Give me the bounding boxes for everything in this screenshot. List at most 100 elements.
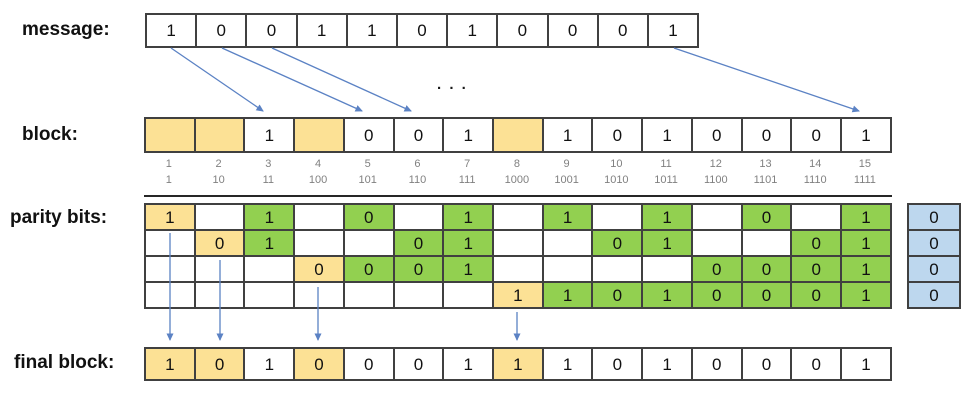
parity-r2-c-8 xyxy=(493,230,543,257)
parity-r3-c-7: 1 xyxy=(443,256,494,283)
parity-r3-c-10 xyxy=(592,256,643,283)
parity-r2-c-14: 0 xyxy=(791,230,842,257)
message-bit-6: 0 xyxy=(396,14,448,47)
parity-r4-c-12: 0 xyxy=(691,282,742,309)
index-binary-12: 1100 xyxy=(703,174,728,186)
parity-r2-c-1 xyxy=(145,230,195,257)
separator-line xyxy=(144,195,892,197)
message-bit-9: 0 xyxy=(547,14,598,47)
parity-r4-c-4 xyxy=(294,282,344,309)
message-bit-7: 1 xyxy=(447,14,498,47)
parity-r4-c-14: 0 xyxy=(791,282,842,309)
parity-r4-c-13: 0 xyxy=(741,282,792,309)
final-cell-9: 1 xyxy=(542,348,593,380)
index-binary-8: 1000 xyxy=(504,174,530,186)
mapping-arrow xyxy=(271,47,412,112)
parity-r4-c-3 xyxy=(244,282,295,309)
index-binary-13: 1101 xyxy=(753,174,778,186)
block-cell-15: 1 xyxy=(841,118,891,152)
index-binary-1: 1 xyxy=(165,174,172,186)
index-decimal-3: 3 xyxy=(265,158,272,170)
block-cell-8 xyxy=(493,118,543,152)
final-cell-4: 0 xyxy=(294,348,344,380)
parity-r1-c-11: 1 xyxy=(642,204,692,231)
message-bit-3: 0 xyxy=(246,14,297,47)
parity-r2-c-11: 1 xyxy=(642,230,692,257)
index-binary-9: 1001 xyxy=(554,174,579,186)
parity-r4-c-6 xyxy=(393,282,444,309)
index-decimal-11: 11 xyxy=(660,158,672,170)
final-cell-12: 0 xyxy=(691,348,742,380)
parity-r4-c-2 xyxy=(194,282,245,309)
parity-r1-c-14 xyxy=(791,204,842,231)
index-decimal-14: 14 xyxy=(809,158,822,170)
parity-r3-c-5: 0 xyxy=(343,256,394,283)
parity-r1-c-7: 1 xyxy=(443,204,494,231)
parity-r3-c-6: 0 xyxy=(393,256,444,283)
final-cell-10: 0 xyxy=(592,348,643,380)
block-cell-10: 0 xyxy=(592,118,643,152)
block-cell-2 xyxy=(194,118,245,152)
message-bit-1: 1 xyxy=(146,14,197,47)
parity-r1-c-1: 1 xyxy=(145,204,195,231)
final-cell-3: 1 xyxy=(244,348,295,380)
index-decimal-2: 2 xyxy=(215,158,222,170)
message-bit-8: 0 xyxy=(497,14,548,47)
parity-r1-c-13: 0 xyxy=(741,204,792,231)
index-binary-10: 1010 xyxy=(604,174,629,186)
parity-r3-c-12: 0 xyxy=(691,256,742,283)
parity-r1-c-8 xyxy=(493,204,543,231)
message-bit-2: 0 xyxy=(196,14,247,47)
block-cell-14: 0 xyxy=(791,118,842,152)
parity-result-4: 0 xyxy=(908,282,960,309)
final-cell-5: 0 xyxy=(343,348,394,380)
message-bit-4: 1 xyxy=(296,14,347,47)
final-cell-14: 0 xyxy=(791,348,842,380)
parity-r1-c-9: 1 xyxy=(542,204,593,231)
parity-r2-c-13 xyxy=(741,230,792,257)
index-binary-5: 101 xyxy=(358,174,377,186)
mapping-arrow xyxy=(673,47,860,113)
parity-r2-c-7: 1 xyxy=(443,230,494,257)
index-binary-4: 100 xyxy=(308,174,328,186)
block-cell-9: 1 xyxy=(542,118,593,152)
parity-r3-c-13: 0 xyxy=(741,256,792,283)
block-cell-12: 0 xyxy=(691,118,742,152)
parity-r4-c-8: 1 xyxy=(493,282,543,309)
mapping-arrow xyxy=(170,47,264,112)
parity-result-3: 0 xyxy=(908,256,960,283)
message-bit-11: 1 xyxy=(647,14,699,47)
index-decimal-1: 1 xyxy=(165,158,172,170)
parity-r1-c-4 xyxy=(294,204,344,231)
block-label: block: xyxy=(22,124,78,145)
index-binary-6: 110 xyxy=(408,174,427,186)
parity-r2-c-15: 1 xyxy=(841,230,891,257)
parity-r1-c-5: 0 xyxy=(343,204,394,231)
parity-r3-c-14: 0 xyxy=(791,256,842,283)
block-cell-3: 1 xyxy=(244,118,295,152)
index-binary-7: 111 xyxy=(458,174,476,186)
index-binary-15: 1111 xyxy=(853,174,876,186)
final-cell-11: 1 xyxy=(642,348,692,380)
index-binary-14: 1110 xyxy=(803,174,827,186)
parity-r4-c-9: 1 xyxy=(542,282,593,309)
parity-r1-c-2 xyxy=(194,204,245,231)
index-binary-3: 11 xyxy=(262,174,274,186)
parity-r3-c-11 xyxy=(642,256,692,283)
index-decimal-13: 13 xyxy=(759,158,772,170)
final-cell-2: 0 xyxy=(194,348,245,380)
parity-r1-c-12 xyxy=(691,204,742,231)
parity-r2-c-9 xyxy=(542,230,593,257)
final-cell-6: 0 xyxy=(393,348,444,380)
parity-r3-c-1 xyxy=(145,256,195,283)
parity-r3-c-3 xyxy=(244,256,295,283)
index-decimal-8: 8 xyxy=(513,158,520,170)
parity-r3-c-4: 0 xyxy=(294,256,344,283)
message-bit-5: 1 xyxy=(346,14,397,47)
